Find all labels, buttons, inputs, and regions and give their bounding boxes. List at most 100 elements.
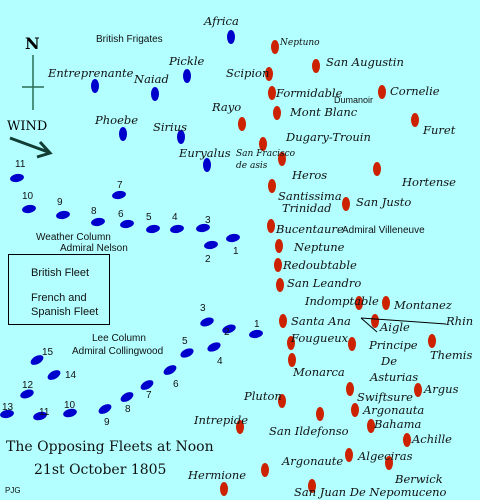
frigate-label-phoebe: Phoebe — [95, 113, 139, 127]
ship-label-redoubtable: Redoubtable — [283, 258, 357, 272]
ship-label-bahama: Bahama — [374, 417, 422, 431]
weather-num-1: 1 — [233, 246, 239, 257]
lee-column-label: Lee Column — [92, 333, 146, 344]
allied-ship-4 — [268, 86, 276, 100]
weather-num-2: 2 — [205, 254, 211, 265]
ship-label-montanez: Montanez — [394, 298, 452, 312]
allied-ship-1 — [271, 40, 279, 54]
ship-label-principe-1: Principe — [369, 338, 418, 352]
weather-ship-9 — [56, 210, 70, 220]
weather-num-4: 4 — [172, 212, 178, 223]
admiral-nelson-label: Admiral Nelson — [60, 243, 128, 254]
weather-ship-2 — [204, 240, 218, 250]
lee-ship-15 — [30, 355, 44, 365]
ship-label-algeciras: Algeciras — [358, 449, 413, 463]
ship-label-dumanoir: Dumanoir — [334, 95, 374, 105]
ship-label-heros: Heros — [292, 168, 328, 182]
lee-ship-3 — [200, 317, 214, 327]
ship-label-hortense: Hortense — [402, 175, 456, 189]
lee-ship-5 — [180, 348, 194, 358]
weather-num-11: 11 — [15, 159, 26, 170]
weather-ship-1 — [226, 233, 240, 243]
ship-label-fougueux: Fougueux — [291, 331, 349, 345]
ship-label-neptuno: Neptuno — [280, 38, 320, 48]
allied-ship-15 — [275, 239, 283, 253]
frigate-label-naiad: Naiad — [134, 72, 169, 86]
ship-label-santissima-2: Trinidad — [282, 201, 332, 215]
ship-label-bucentaure: Bucentaure — [276, 222, 344, 236]
frigate-ship-3 — [91, 79, 99, 93]
frigate-ship-2 — [183, 69, 191, 83]
lee-num-7: 7 — [146, 390, 152, 401]
frigate-ship-5 — [119, 127, 127, 141]
ship-label-principe-2: De — [381, 354, 398, 368]
ship-label-san-augustin: San Augustin — [326, 55, 404, 69]
ship-label-san-francisco-2: de asis — [236, 161, 268, 171]
ship-label-cornelie: Cornelie — [390, 84, 440, 98]
ship-label-rayo: Rayo — [212, 100, 242, 114]
ship-label-furet: Furet — [423, 123, 456, 137]
lee-ship-14 — [47, 370, 61, 380]
allied-ship-11 — [373, 162, 381, 176]
lee-num-5: 5 — [182, 336, 188, 347]
frigate-label-sirius: Sirius — [153, 120, 188, 134]
wind-label: WIND — [7, 119, 48, 134]
wind-arrow-shaft — [9, 136, 49, 154]
ship-label-themis: Themis — [430, 348, 473, 362]
allied-ship-17 — [276, 278, 284, 292]
compass-north-label: N — [25, 34, 40, 53]
allied-ship-16 — [274, 258, 282, 272]
allied-ship-23 — [348, 337, 356, 351]
weather-column-label: Weather Column — [36, 232, 111, 243]
ship-label-hermione: Hermione — [188, 468, 247, 482]
lee-ship-11 — [33, 411, 47, 421]
lee-ship-2 — [222, 324, 236, 334]
ship-label-argonauta: Argonauta — [363, 403, 425, 417]
ship-label-san-ildefonso: San Ildefonso — [269, 424, 349, 438]
allied-ship-22 — [287, 336, 295, 350]
ship-label-argonaute: Argonaute — [282, 454, 344, 468]
weather-ship-5 — [146, 224, 160, 234]
allied-ship-6 — [238, 117, 246, 131]
lee-num-12: 12 — [22, 380, 34, 391]
allied-ship-12 — [268, 179, 276, 193]
lee-ship-10 — [63, 408, 77, 418]
ship-label-san-justo: San Justo — [356, 195, 412, 209]
british-frigates-heading: British Frigates — [96, 34, 163, 45]
lee-ship-6 — [163, 365, 177, 375]
ship-label-san-leandro: San Leandro — [287, 276, 362, 290]
ship-label-santa-ana: Santa Ana — [291, 314, 351, 328]
allied-ship-18 — [355, 296, 363, 310]
weather-num-5: 5 — [146, 212, 152, 223]
lee-num-11: 11 — [39, 407, 50, 418]
allied-ship-2 — [312, 59, 320, 73]
lee-num-14: 14 — [65, 370, 77, 381]
lee-num-8: 8 — [125, 404, 131, 415]
admiral-collingwood-label: Admiral Collingwood — [72, 346, 164, 357]
allied-ship-33 — [403, 433, 411, 447]
frigate-label-pickle: Pickle — [169, 54, 205, 68]
legend-allied-label-line1: French and — [31, 292, 87, 304]
allied-ship-19 — [382, 296, 390, 310]
weather-ship-8 — [91, 217, 105, 227]
lee-num-4: 4 — [217, 356, 223, 367]
legend-british-label: British Fleet — [31, 267, 90, 279]
allied-ship-14 — [267, 219, 275, 233]
allied-ship-30 — [236, 420, 244, 434]
ship-label-rhin: Rhin — [446, 314, 474, 328]
lee-ship-4 — [207, 342, 221, 352]
allied-ship-10 — [278, 152, 286, 166]
ship-label-villeneuve: Admiral Villeneuve — [342, 225, 425, 236]
rhin-pointer-line-2 — [360, 317, 378, 333]
allied-ship-27 — [278, 394, 286, 408]
ship-label-principe-3: Asturias — [370, 370, 419, 384]
allied-ship-3 — [265, 67, 273, 81]
weather-ship-11 — [10, 173, 24, 183]
ship-label-monarca: Monarca — [293, 365, 345, 379]
lee-num-2: 2 — [224, 327, 230, 338]
ship-label-mont-blanc: Mont Blanc — [290, 105, 358, 119]
ship-label-pluton: Pluton — [244, 389, 282, 403]
allied-ship-21 — [371, 314, 379, 328]
frigate-ship-1 — [227, 30, 235, 44]
